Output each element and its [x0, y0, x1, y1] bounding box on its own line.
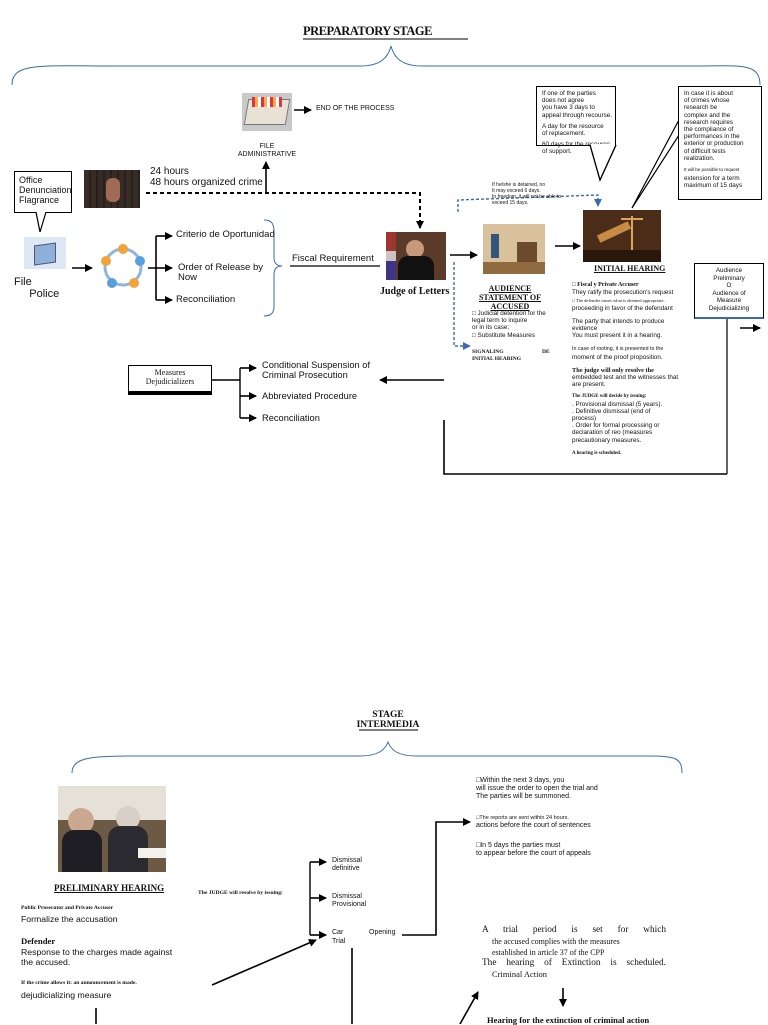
ih-line-5a: The judge will only resolve the: [572, 366, 654, 374]
judge-of-letters-label: Judge of Letters: [380, 286, 450, 297]
appeal-text-1: If one of the parties does not agree you…: [542, 90, 613, 119]
people-circle-icon: [101, 244, 145, 288]
formalize-accusation: Formalize the accusation: [21, 914, 118, 924]
file-admin-label: FILE ADMINISTRATIVE: [237, 143, 297, 158]
trial-detail-1a: □Within the next 3 days, you: [476, 777, 565, 784]
ih-line-3b: You must present it in a hearing.: [572, 332, 663, 340]
judge-resolve-label: The JUDGE will resolve by issuing:: [198, 890, 283, 896]
signaling-label: SIGNALING: [472, 349, 504, 355]
fiscal-requirement-label: Fiscal Requirement: [292, 253, 374, 264]
defender-label: Defender: [21, 936, 56, 946]
audience-items: □ Judicial detention for the legal term …: [472, 310, 546, 339]
trial-period-2: the accused complies with the measures e…: [492, 937, 620, 957]
hours-48-label: 48 hours organized crime: [150, 177, 263, 188]
trial-label: Trial: [332, 938, 346, 945]
public-prosecutor-label: Public Prosecutor and Private Accuser: [21, 905, 114, 911]
dismissal-provisional: Dismissal Provisional: [332, 893, 367, 908]
audience-statement-title: AUDIENCE STATEMENT OF ACCUSED: [478, 284, 541, 311]
car-label: Car: [332, 929, 344, 936]
complex-crimes-callout: In case it is about of crimes whose rese…: [678, 86, 762, 200]
trial-opening-details: □Within the next 3 days, you will issue …: [476, 777, 616, 858]
trial-detail-2a: □The reports are sent within 24 hours.: [476, 815, 569, 821]
jail-photo: [84, 170, 140, 208]
hearing-extinction-title: Hearing for the extinction of criminal a…: [487, 1015, 650, 1025]
trial-detail-2b: actions before the court of sentences: [476, 822, 591, 829]
police-file-icon: [24, 237, 66, 269]
defender-response: Response to the charges made against the…: [21, 947, 173, 967]
appeal-text-2: A day for the resource of replacement.: [542, 122, 604, 138]
option-criterio: Criterio de Oportunidad: [176, 229, 275, 240]
page-title: PREPARATORY STAGE: [303, 24, 432, 38]
ih-line-8: A hearing is scheduled.: [572, 450, 622, 456]
end-of-process-label: END OF THE PROCESS: [316, 105, 395, 112]
preliminary-hearing-title: PRELIMINARY HEARING: [54, 883, 165, 893]
ih-line-2b: proceeding in favor of the defendant: [572, 304, 673, 312]
ih-line-4b: moment of the proof proposition.: [572, 353, 663, 361]
measure-reconciliation: Reconciliation: [262, 413, 320, 423]
option-order-release: Order of Release by Now: [178, 262, 264, 283]
court-photo: [58, 786, 166, 872]
dismissal-definitive: Dismissal definitive: [332, 857, 362, 872]
file-police-label: File Police: [14, 276, 60, 300]
initial-hearing-details: □ Fiscal y Private Accuser They ratify t…: [572, 282, 688, 457]
ih-line-4a: In case of rooting, it is presented to t…: [572, 346, 664, 353]
option-reconciliation: Reconciliation: [176, 294, 236, 305]
office-denunciation-box: Office Denunciation Flagrance: [14, 171, 72, 213]
intermedia-title-1: STAGE: [372, 710, 404, 720]
ih-line-5b: embedded test and the witnesses that are…: [572, 374, 679, 389]
audience-photo: [483, 224, 545, 274]
complex-text-3: extension for a term maximum of 15 days: [684, 175, 743, 190]
gavel-photo: [583, 210, 661, 262]
signaling-de-label: DE: [542, 349, 550, 355]
intermedia-title-2: INTERMEDIA: [356, 720, 420, 730]
crime-allows-label: If the crime allows it: an announcement …: [21, 980, 137, 986]
measure-abbreviated-procedure: Abbreviated Procedure: [262, 391, 358, 401]
judge-photo: [386, 232, 446, 280]
measures-dejudicializers-box: Measures Dejudicializers: [128, 365, 212, 395]
criminal-action-label: Criminal Action: [492, 969, 548, 979]
signaling-initial-hearing: INITIAL HEARING: [472, 356, 522, 362]
complex-text-2: It will be possible to request: [684, 167, 740, 173]
file-cabinet-icon: [242, 93, 292, 131]
intermedia-title: STAGE INTERMEDIA: [340, 710, 436, 730]
appeal-text-3: 60 days for the resource of support.: [542, 141, 610, 156]
measure-conditional-suspension: Conditional Suspension of Criminal Prose…: [262, 360, 371, 380]
dejudicializing-measure: dejudicializing measure: [21, 990, 112, 1000]
ih-line-6: The JUDGE will decide by issuing:: [572, 394, 647, 400]
ih-line-7: . Provisional dismissal (5 years). . Def…: [572, 400, 663, 444]
opening-label: Opening: [369, 929, 396, 936]
trial-period-1: A trial period is set for which: [482, 925, 666, 935]
audience-preliminary-box: Audience Preliminary O Audience of Measu…: [694, 263, 764, 319]
ih-line-3a: The party that intends to produce eviden…: [572, 317, 665, 333]
trial-period-block: A trial period is set for which the accu…: [482, 925, 666, 980]
extinction-scheduled: The hearing of Extinction is scheduled.: [482, 958, 666, 968]
ih-line-1b: They ratify the prosecution's request: [572, 289, 674, 297]
trial-detail-3a: □In 5 days the parties must: [476, 842, 561, 849]
trial-detail-1b: will issue the order to open the trial a…: [476, 785, 598, 800]
complex-text-1: In case it is about of crimes whose rese…: [684, 90, 744, 162]
trial-detail-3b: to appear before the court of appeals: [476, 850, 591, 857]
appeal-callout: If one of the parties does not agree you…: [536, 86, 616, 155]
initial-hearing-title: INITIAL HEARING: [594, 264, 666, 273]
hours-24-label: 24 hours: [150, 166, 189, 177]
detained-note: If he/she is detained, no It may exceed …: [492, 182, 562, 206]
ih-line-2a: □ The defender raises what is deemed app…: [572, 298, 665, 304]
ih-line-1a: □ Fiscal y Private Accuser: [572, 282, 639, 288]
